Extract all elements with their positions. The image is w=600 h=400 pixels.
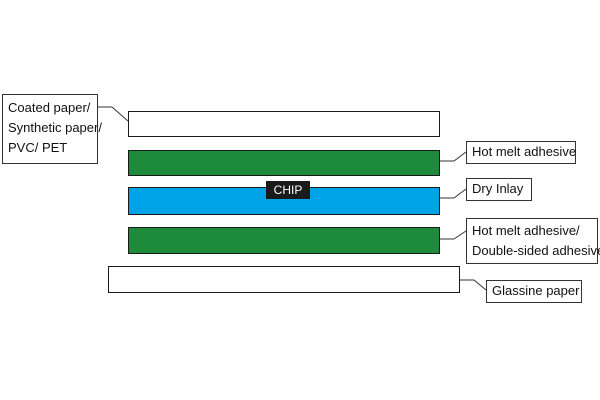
label-hot-melt-line1: Hot melt adhesive	[472, 144, 577, 159]
connector-hot-melt-2	[453, 151, 467, 162]
connector-bottom-adhesive-2	[453, 230, 467, 240]
label-top-cover-line2: Synthetic paper/	[8, 120, 102, 135]
label-glassine: Glassine paper	[486, 280, 582, 303]
label-hot-melt-adhesive: Hot melt adhesive	[466, 141, 576, 164]
label-bottom-adhesive: Hot melt adhesive/ Double-sided adhesive	[466, 218, 600, 264]
label-top-cover-line3: PVC/ PET	[8, 140, 68, 155]
label-glassine-line1: Glassine paper	[492, 283, 580, 298]
glassine-layer	[108, 266, 460, 293]
connector-dry-inlay-2	[453, 188, 467, 199]
bottom-adhesive-layer	[128, 227, 440, 254]
label-top-cover: Coated paper/ Synthetic paper/ PVC/ PET	[2, 94, 102, 164]
label-bottom-adhesive-line2: Double-sided adhesive	[472, 243, 600, 258]
label-bottom-adhesive-line1: Hot melt adhesive/	[472, 223, 580, 238]
label-top-cover-line1: Coated paper/	[8, 100, 91, 115]
chip: CHIP	[266, 181, 310, 199]
hot-melt-adhesive-layer	[128, 150, 440, 176]
connector-top-cover-diag	[111, 106, 129, 122]
connector-glassine-2	[473, 279, 487, 291]
label-dry-inlay: Dry Inlay	[466, 178, 532, 201]
top-cover-layer	[128, 111, 440, 137]
label-dry-inlay-line1: Dry Inlay	[472, 181, 524, 196]
